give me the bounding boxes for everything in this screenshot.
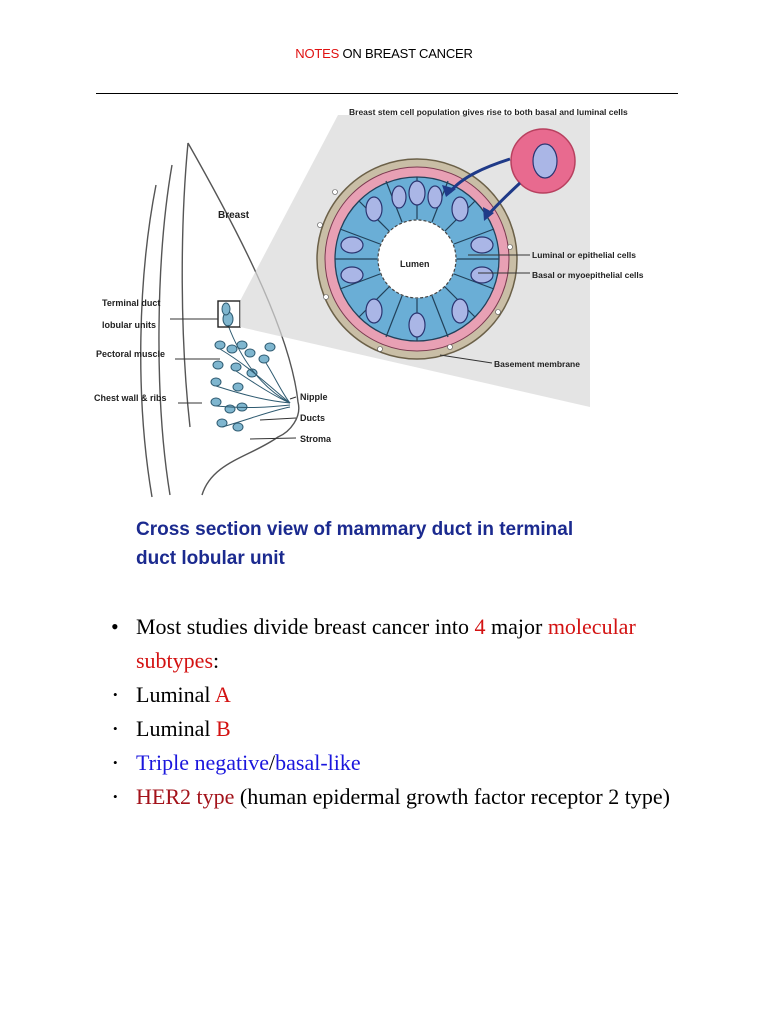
luminal-a-letter: A [214,682,231,707]
terminal-duct-label: Terminal duct [102,298,160,308]
intro-colon: : [213,648,220,673]
breast-outline [187,142,300,496]
nipple-label: Nipple [300,392,328,402]
mammary-duct-diagram: Breast stem cell population gives rise t… [90,97,680,505]
luminal-b-letter: B [216,716,231,741]
lobular-units-label: lobular units [102,320,156,330]
figure-caption: Cross section view of mammary duct in te… [136,515,656,573]
header-title-rest: ON BREAST CANCER [339,46,473,61]
luminal-a-prefix: Luminal [136,682,215,707]
stroma-label: Stroma [300,434,332,444]
intro-highlight: molecular subtypes [136,614,636,673]
lobules-group [210,302,276,432]
subtype-her2: HER2 type (human epidermal growth factor… [0,780,696,814]
header-notes-word: NOTES [295,46,340,61]
triple-separator: / [269,750,276,775]
chest-wall-label: Chest wall & ribs [94,393,167,403]
luminal-b-prefix: Luminal [136,716,217,741]
header-rule [96,93,678,94]
subtype-luminal-a: Luminal A [0,678,696,712]
lumen-label: Lumen [400,259,430,269]
ducts-label: Ducts [300,413,325,423]
leader-lines [170,254,530,440]
intro-text-1: Most studies divide breast cancer into [136,614,475,639]
caption-line-1: Cross section view of mammary duct in te… [136,519,574,540]
basal-like-text: basal-like [275,750,361,775]
intro-bullet: Most studies divide breast cancer into 4… [0,610,696,678]
subtype-triple-negative: Triple negative/basal-like [0,746,696,780]
top-note-label: Breast stem cell population gives rise t… [349,107,628,117]
basal-cells-label: Basal or myoepithelial cells [532,270,644,280]
her2-description: (human epidermal growth factor receptor … [234,784,670,809]
triple-negative-text: Triple negative [136,750,269,775]
pectoral-muscle-label: Pectoral muscle [96,349,165,359]
subtypes-list: Most studies divide breast cancer into 4… [0,610,768,814]
stem-cell [510,128,576,194]
intro-text-2: major [485,614,548,639]
luminal-cells-label: Luminal or epithelial cells [532,250,636,260]
her2-label: HER2 type [136,784,235,809]
duct-lines [215,324,291,428]
intro-number: 4 [474,614,486,639]
ribs-outline [158,164,173,496]
basement-membrane-label: Basement membrane [494,359,580,369]
pectoral-outline [181,142,191,428]
page-header: NOTES ON BREAST CANCER [0,46,768,61]
breast-label: Breast [218,210,250,221]
subtype-luminal-b: Luminal B [0,712,696,746]
chest-wall-outline [140,184,157,498]
caption-line-2: duct lobular unit [136,548,285,569]
duct-cross-section [316,158,518,360]
